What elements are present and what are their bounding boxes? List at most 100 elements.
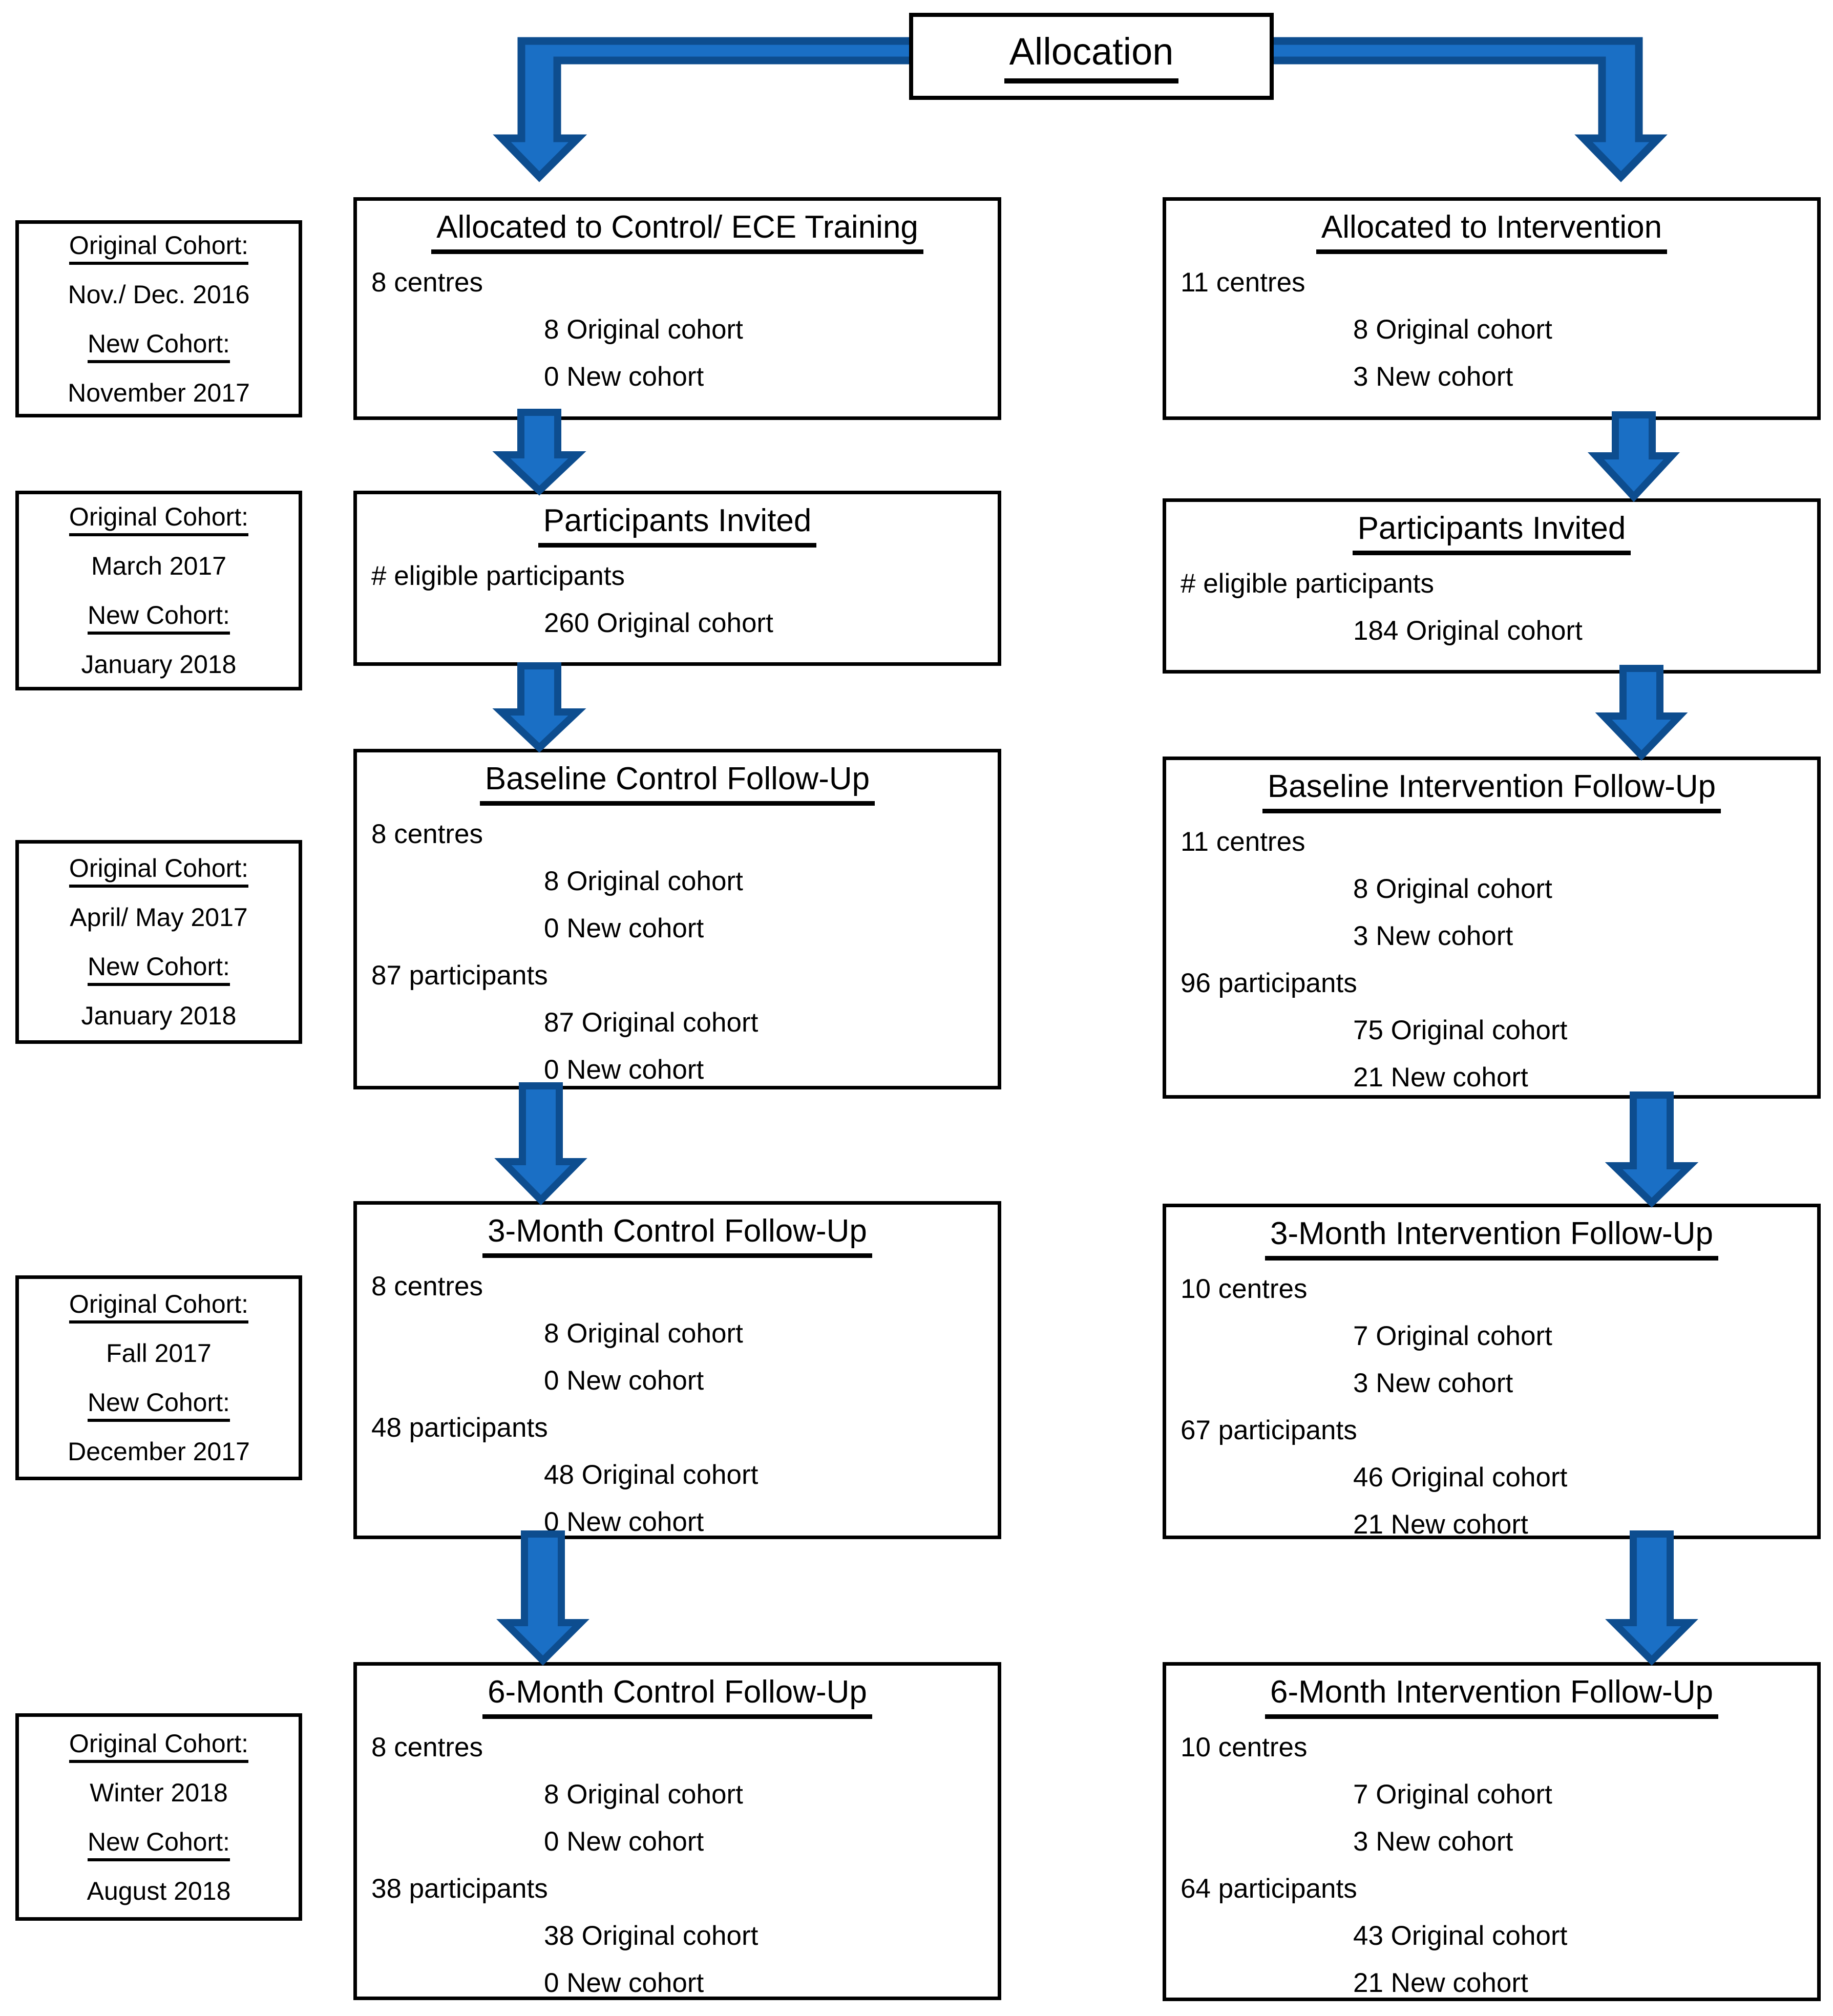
flow-box-line: 3 New cohort bbox=[1353, 1826, 1513, 1857]
date-box-line: March 2017 bbox=[91, 552, 227, 580]
flow-box-line: 21 New cohort bbox=[1353, 1968, 1528, 1998]
flow-box-line: 8 Original cohort bbox=[544, 1318, 743, 1349]
flow-box-lines: # eligible participants 260 Original coho… bbox=[357, 553, 998, 647]
date-box-line: New Cohort: bbox=[88, 591, 230, 640]
flow-box: 3-Month Intervention Follow-Up 10 centre… bbox=[1163, 1204, 1821, 1540]
flow-box-line: 0 New cohort bbox=[544, 913, 704, 943]
flow-box-line: # eligible participants bbox=[1181, 569, 1434, 599]
flow-box-title: 3-Month Control Follow-Up bbox=[357, 1213, 998, 1258]
flow-box: Baseline Intervention Follow-Up 11 centr… bbox=[1163, 757, 1821, 1099]
date-box-line: Original Cohort: bbox=[69, 844, 249, 893]
flow-box-line: 0 New cohort bbox=[544, 1968, 704, 1998]
date-box-line: Nov./ Dec. 2016 bbox=[68, 280, 250, 309]
flow-box-line: 96 participants bbox=[1181, 968, 1357, 998]
date-box-line: Original Cohort: bbox=[69, 1719, 249, 1768]
flow-box-line: 184 Original cohort bbox=[1353, 616, 1583, 646]
flow-box-line: 0 New cohort bbox=[544, 1826, 704, 1857]
allocation-split-arrow bbox=[493, 37, 1668, 182]
flow-box-line: 8 Original cohort bbox=[1353, 314, 1552, 345]
date-box-line: New Cohort: bbox=[88, 319, 230, 368]
flow-box-line: 21 New cohort bbox=[1353, 1062, 1528, 1093]
flow-box-line: 7 Original cohort bbox=[1353, 1779, 1552, 1810]
flow-box-lines: 8 centres 8 Original cohort 0 New cohort 38… bbox=[357, 1724, 998, 2007]
flow-box-title: Baseline Intervention Follow-Up bbox=[1166, 768, 1817, 813]
flow-box-lines: 8 centres 8 Original cohort 0 New cohort 87… bbox=[357, 811, 998, 1094]
date-box-line: Fall 2017 bbox=[106, 1339, 212, 1368]
flow-box-line: 8 centres bbox=[371, 1732, 483, 1762]
flow-box-line: 0 New cohort bbox=[544, 1507, 704, 1537]
flow-box-line: 8 Original cohort bbox=[544, 314, 743, 345]
flow-box-line: 38 participants bbox=[371, 1874, 548, 1904]
flow-box-line: 11 centres bbox=[1181, 267, 1305, 298]
flow-box-title: Allocated to Intervention bbox=[1166, 209, 1817, 254]
flow-box-lines: 10 centres 7 Original cohort 3 New cohort 6… bbox=[1166, 1724, 1817, 2007]
flow-box-line: 0 New cohort bbox=[544, 362, 704, 392]
flow-box: Participants Invited # eligible particip… bbox=[1163, 498, 1821, 674]
flow-box-title: 6-Month Control Follow-Up bbox=[357, 1674, 998, 1719]
flow-box-line: 64 participants bbox=[1181, 1874, 1357, 1904]
flow-box-line: 46 Original cohort bbox=[1353, 1462, 1568, 1493]
flow-box-lines: 11 centres 8 Original cohort 3 New cohort bbox=[1166, 259, 1817, 401]
flow-box-line: 3 New cohort bbox=[1353, 362, 1513, 392]
date-box-line: Original Cohort: bbox=[69, 1279, 249, 1329]
flow-box-line: 10 centres bbox=[1181, 1274, 1308, 1304]
date-box-line: January 2018 bbox=[81, 1001, 237, 1030]
date-box-line: November 2017 bbox=[68, 378, 250, 407]
flow-box-line: 8 centres bbox=[371, 1271, 483, 1301]
allocation-label: Allocation bbox=[1004, 30, 1179, 83]
flow-box-line: 75 Original cohort bbox=[1353, 1015, 1568, 1045]
flow-box-title: Baseline Control Follow-Up bbox=[357, 761, 998, 806]
flow-box-line: 48 participants bbox=[371, 1413, 548, 1443]
flow-box-title: Participants Invited bbox=[357, 502, 998, 548]
allocation-box: Allocation bbox=[909, 13, 1274, 100]
flow-box-line: 0 New cohort bbox=[544, 1055, 704, 1085]
flow-box-line: 43 Original cohort bbox=[1353, 1921, 1568, 1951]
flow-box-line: 8 Original cohort bbox=[544, 1779, 743, 1810]
flow-box-lines: 11 centres 8 Original cohort 3 New cohort 9… bbox=[1166, 818, 1817, 1101]
flow-box-line: 8 Original cohort bbox=[544, 866, 743, 896]
flow-box: 6-Month Control Follow-Up 8 centres 8 Ori… bbox=[353, 1662, 1001, 2000]
flow-box-line: 0 New cohort bbox=[544, 1366, 704, 1396]
flow-box-line: 87 participants bbox=[371, 960, 548, 991]
date-box-line: December 2017 bbox=[68, 1437, 250, 1466]
date-box-line: August 2018 bbox=[87, 1876, 231, 1905]
date-box-line: January 2018 bbox=[81, 650, 237, 679]
flow-box-lines: # eligible participants 184 Original coho… bbox=[1166, 560, 1817, 655]
flow-box: Allocated to Intervention 11 centres 8 Or… bbox=[1163, 197, 1821, 420]
flow-box-line: 48 Original cohort bbox=[544, 1460, 759, 1490]
date-box-line: Original Cohort: bbox=[69, 492, 249, 541]
flow-box-line: 87 Original cohort bbox=[544, 1007, 759, 1038]
flow-box-line: 67 participants bbox=[1181, 1415, 1357, 1445]
flow-box-line: 8 centres bbox=[371, 267, 483, 298]
flow-box: Allocated to Control/ ECE Training 8 cen… bbox=[353, 197, 1001, 420]
flow-box-line: 8 centres bbox=[371, 819, 483, 849]
flow-box-line: 10 centres bbox=[1181, 1732, 1308, 1762]
flow-box-title: 3-Month Intervention Follow-Up bbox=[1166, 1215, 1817, 1261]
flow-box-lines: 8 centres 8 Original cohort 0 New cohort bbox=[357, 259, 998, 401]
flow-box-line: 3 New cohort bbox=[1353, 1368, 1513, 1398]
date-box-line: New Cohort: bbox=[88, 942, 230, 991]
flow-box-line: 21 New cohort bbox=[1353, 1509, 1528, 1540]
flow-box-title: Participants Invited bbox=[1166, 510, 1817, 555]
date-box-line: Winter 2018 bbox=[90, 1778, 228, 1807]
flow-box-line: 260 Original cohort bbox=[544, 608, 773, 638]
flow-box-line: 8 Original cohort bbox=[1353, 874, 1552, 904]
flow-box-line: # eligible participants bbox=[371, 561, 625, 591]
flow-box-line: 11 centres bbox=[1181, 827, 1305, 857]
flow-box-lines: 8 centres 8 Original cohort 0 New cohort 48… bbox=[357, 1263, 998, 1546]
flow-box-title: 6-Month Intervention Follow-Up bbox=[1166, 1674, 1817, 1719]
flow-box-title: Allocated to Control/ ECE Training bbox=[357, 209, 998, 254]
date-box-line: Original Cohort: bbox=[69, 221, 249, 270]
flow-box: 6-Month Intervention Follow-Up 10 centre… bbox=[1163, 1662, 1821, 2001]
flow-box-line: 38 Original cohort bbox=[544, 1921, 759, 1951]
flow-box-line: 3 New cohort bbox=[1353, 921, 1513, 951]
date-box-line: New Cohort: bbox=[88, 1817, 230, 1866]
flow-box: Baseline Control Follow-Up 8 centres 8 Or… bbox=[353, 749, 1001, 1089]
flow-box: Participants Invited # eligible particip… bbox=[353, 491, 1001, 666]
